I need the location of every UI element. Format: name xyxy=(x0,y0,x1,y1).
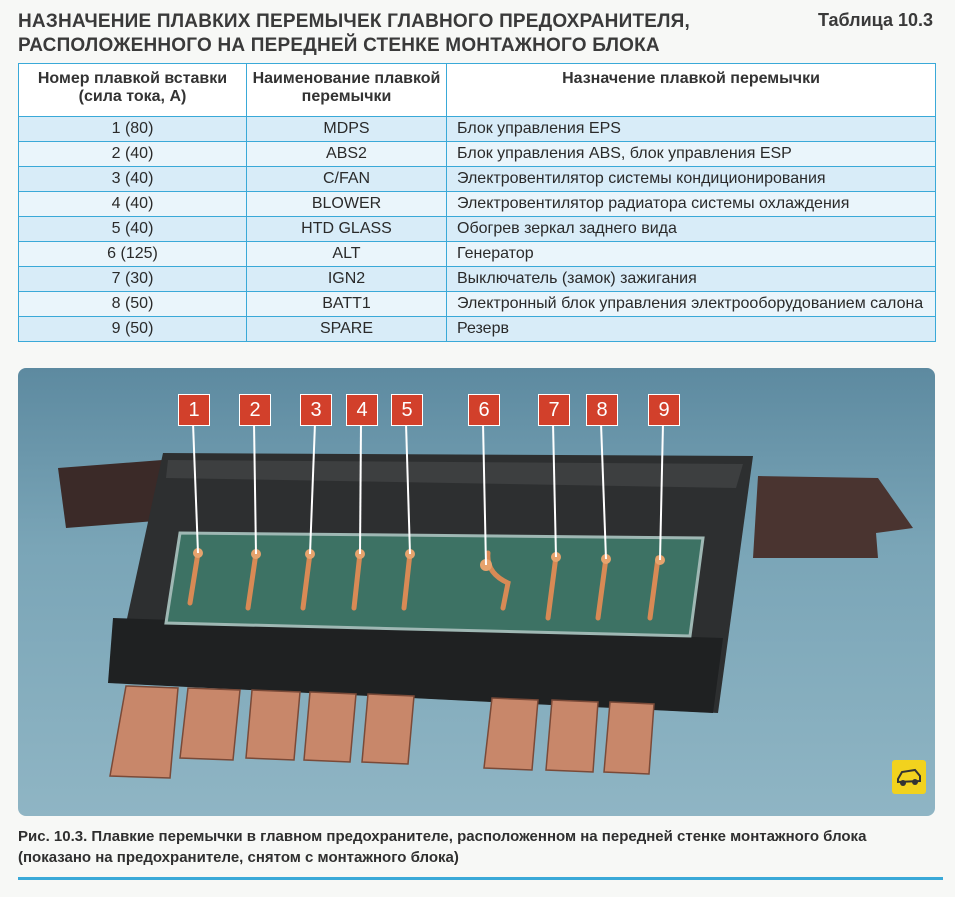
cell-name: IGN2 xyxy=(246,266,447,292)
cell-name: SPARE xyxy=(246,316,447,342)
cell-name: ABS2 xyxy=(246,141,447,167)
cell-name: C/FAN xyxy=(246,166,447,192)
bottom-rule xyxy=(18,877,943,880)
cell-number: 4 (40) xyxy=(18,191,247,217)
header-name: Наименование плавкой перемычки xyxy=(246,63,447,117)
mounting-tab-right xyxy=(753,476,913,558)
callout-1: 1 xyxy=(178,394,210,426)
terminals xyxy=(109,685,655,779)
fuse-table: Номер плавкой вставки (сила тока, А) Наи… xyxy=(18,63,936,342)
cell-purpose: Блок управления EPS xyxy=(446,116,936,142)
cell-number: 8 (50) xyxy=(18,291,247,317)
callout-7: 7 xyxy=(538,394,570,426)
cell-number: 7 (30) xyxy=(18,266,247,292)
cell-number: 6 (125) xyxy=(18,241,247,267)
header-purpose: Назначение плавкой перемычки xyxy=(446,63,936,117)
callout-6: 6 xyxy=(468,394,500,426)
header-number: Номер плавкой вставки (сила тока, А) xyxy=(18,63,247,117)
callout-2: 2 xyxy=(239,394,271,426)
cell-purpose: Электронный блок управления электрообору… xyxy=(446,291,936,317)
page-title: НАЗНАЧЕНИЕ ПЛАВКИХ ПЕРЕМЫЧЕК ГЛАВНОГО ПР… xyxy=(18,11,690,56)
fuse-block-illustration xyxy=(58,422,913,779)
cell-number: 9 (50) xyxy=(18,316,247,342)
callout-lines xyxy=(192,422,664,566)
housing-front xyxy=(108,618,723,713)
car-icon xyxy=(892,760,926,794)
cell-name: BLOWER xyxy=(246,191,447,217)
fuse-links xyxy=(187,550,661,621)
callout-5: 5 xyxy=(391,394,423,426)
fuse-board xyxy=(166,533,703,636)
cell-purpose: Электровентилятор радиатора системы охла… xyxy=(446,191,936,217)
cell-purpose: Выключатель (замок) зажигания xyxy=(446,266,936,292)
table-header-row: Номер плавкой вставки (сила тока, А) Наи… xyxy=(18,63,936,117)
callout-8: 8 xyxy=(586,394,618,426)
cell-purpose: Генератор xyxy=(446,241,936,267)
cell-name: MDPS xyxy=(246,116,447,142)
cell-number: 2 (40) xyxy=(18,141,247,167)
cell-purpose: Резерв xyxy=(446,316,936,342)
clear-cover xyxy=(164,531,705,638)
table-number: Таблица 10.3 xyxy=(817,10,933,30)
cell-number: 5 (40) xyxy=(18,216,247,242)
figure-caption: Рис. 10.3. Плавкие перемычки в главном п… xyxy=(18,828,867,866)
cell-purpose: Блок управления ABS, блок управления ESP xyxy=(446,141,936,167)
fuse-block-photo: 1 2 3 4 5 6 7 8 9 xyxy=(18,368,935,816)
cell-name: BATT1 xyxy=(246,291,447,317)
callout-3: 3 xyxy=(300,394,332,426)
cell-name: ALT xyxy=(246,241,447,267)
cell-purpose: Электровентилятор системы кондиционирова… xyxy=(446,166,936,192)
callout-4: 4 xyxy=(346,394,378,426)
cell-purpose: Обогрев зеркал заднего вида xyxy=(446,216,936,242)
callout-9: 9 xyxy=(648,394,680,426)
cell-number: 3 (40) xyxy=(18,166,247,192)
housing-top-rim xyxy=(166,460,743,488)
cell-number: 1 (80) xyxy=(18,116,247,142)
cell-name: HTD GLASS xyxy=(246,216,447,242)
